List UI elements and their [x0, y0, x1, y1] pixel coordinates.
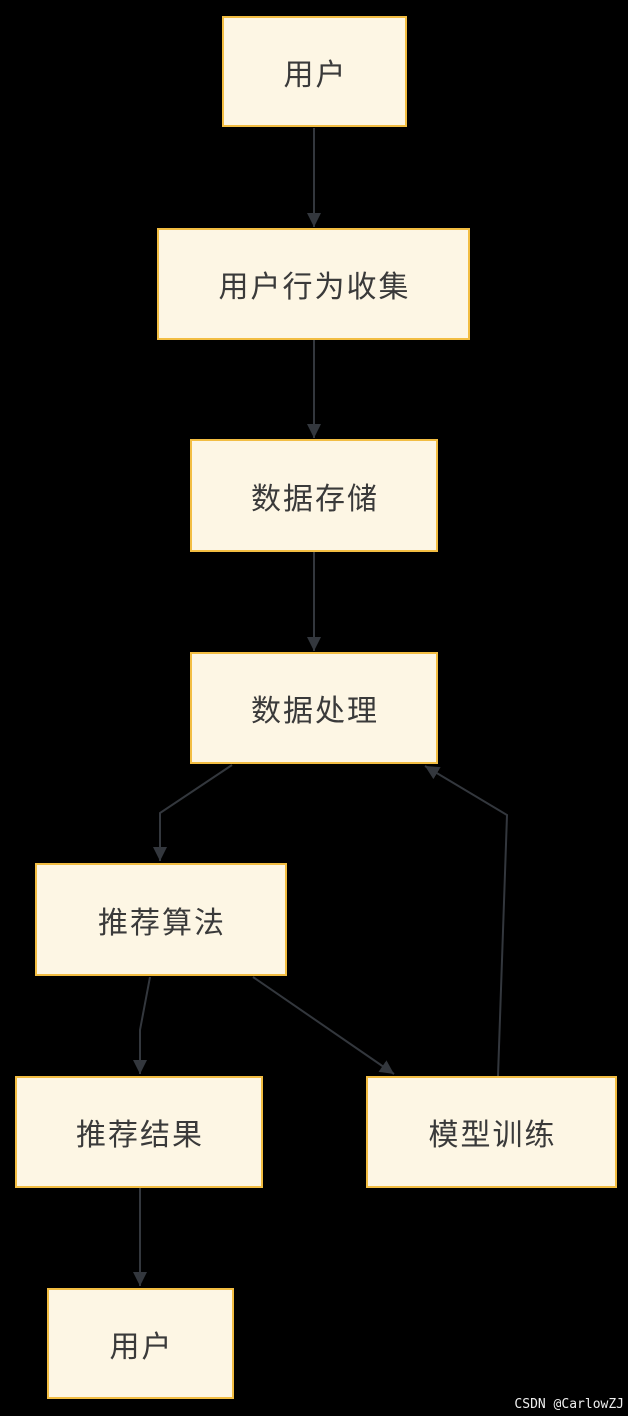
- node-user-bottom: 用户: [47, 1288, 234, 1399]
- node-user-bottom-label: 用户: [109, 1330, 174, 1364]
- csdn-watermark: CSDN @CarlowZJ: [514, 1397, 624, 1412]
- edge-recommend-algorithm-to-recommend-result: [133, 976, 151, 1074]
- node-data-storage: 数据存储: [190, 439, 438, 552]
- node-user-top-label: 用户: [283, 58, 348, 92]
- node-recommend-algorithm-label: 推荐算法: [98, 906, 226, 940]
- edge-data-processing-to-recommend-algorithm: [153, 764, 233, 861]
- node-recommend-algorithm: 推荐算法: [35, 863, 287, 976]
- node-behavior-collection: 用户行为收集: [157, 228, 470, 340]
- node-data-processing-label: 数据处理: [251, 695, 379, 728]
- node-data-storage-label: 数据存储: [251, 482, 379, 516]
- edge-model-training-to-data-processing: [424, 765, 509, 1077]
- node-user-top: 用户: [222, 16, 407, 127]
- node-model-training: 模型训练: [366, 1076, 617, 1188]
- node-data-processing: 数据处理: [190, 652, 438, 764]
- node-model-training-label: 模型训练: [428, 1119, 557, 1152]
- edge-recommend-algorithm-to-model-training: [252, 976, 395, 1075]
- node-behavior-collection-label: 用户行为收集: [218, 271, 411, 304]
- node-recommend-result: 推荐结果: [15, 1076, 263, 1188]
- node-recommend-result-label: 推荐结果: [76, 1119, 204, 1152]
